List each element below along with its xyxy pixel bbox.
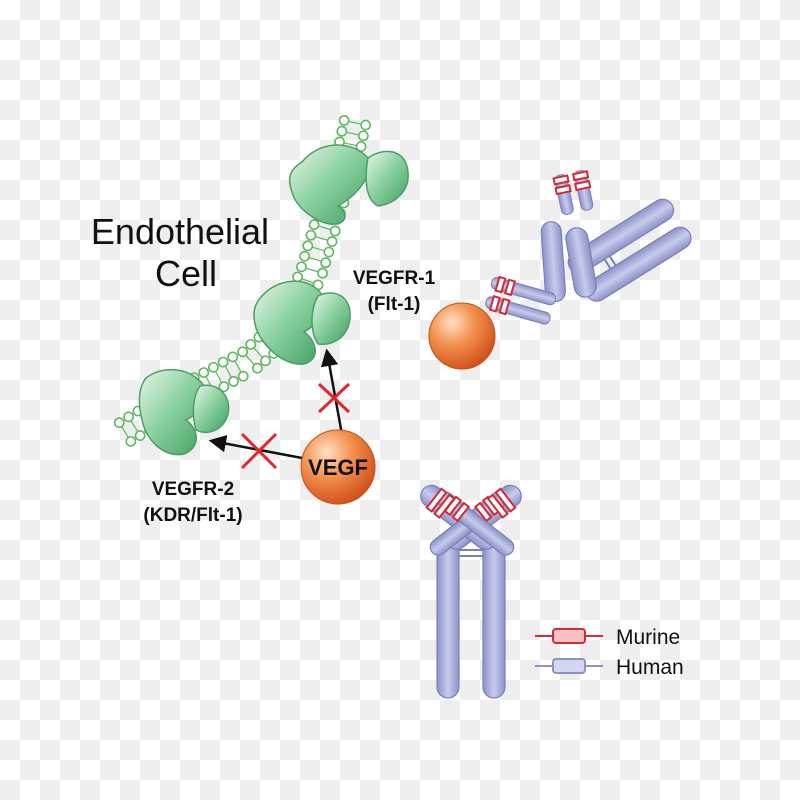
vegfr2-name: VEGFR-2 bbox=[152, 479, 234, 500]
lipid-tail bbox=[301, 277, 315, 285]
lipid-head bbox=[245, 339, 257, 350]
block-cross-vegfr1 bbox=[317, 382, 351, 414]
block-cross-vegfr2 bbox=[240, 432, 278, 470]
vegf-bound-molecule bbox=[428, 302, 496, 370]
lipid-tail bbox=[130, 419, 139, 433]
lipid-tail bbox=[234, 360, 242, 373]
lipid-head bbox=[113, 417, 125, 429]
lipid-head bbox=[317, 267, 328, 279]
lipid-head bbox=[299, 250, 311, 262]
lipid-head bbox=[218, 381, 230, 393]
lipid-tail bbox=[305, 267, 319, 273]
lipid-tail bbox=[343, 142, 358, 147]
lipid-head bbox=[360, 119, 372, 131]
lipid-head bbox=[237, 346, 249, 358]
legend: Murine Human bbox=[535, 626, 684, 679]
lipid-head bbox=[260, 355, 271, 367]
title-line-1: Endothelial bbox=[91, 211, 269, 252]
antibody-bound-upper bbox=[485, 170, 692, 325]
lipid-head bbox=[302, 240, 314, 252]
lipid-head bbox=[329, 225, 341, 237]
legend-human-swatch bbox=[535, 658, 603, 674]
lipid-head bbox=[336, 125, 348, 137]
vegfr1-alt-name: (Flt-1) bbox=[368, 294, 421, 315]
vegf-label: VEGF bbox=[308, 455, 368, 480]
lipid-head bbox=[208, 361, 219, 373]
lipid-head bbox=[251, 362, 263, 374]
lipid-head bbox=[357, 130, 369, 142]
lipid-tail bbox=[347, 120, 362, 125]
lipid-head bbox=[320, 257, 332, 269]
lipid-tail bbox=[244, 354, 256, 366]
vegfr2-receptor bbox=[138, 368, 230, 456]
lipid-tail bbox=[345, 131, 360, 136]
lipid-head bbox=[217, 356, 229, 368]
lipid-tail bbox=[317, 225, 332, 231]
lipid-head bbox=[134, 430, 146, 441]
lipid-head bbox=[305, 229, 317, 241]
lipid-head bbox=[292, 271, 303, 283]
lipid-tail bbox=[314, 235, 329, 241]
lipid-head bbox=[308, 219, 320, 231]
legend-murine-label: Murine bbox=[616, 626, 680, 649]
lipid-head bbox=[326, 236, 338, 247]
lipid-head bbox=[237, 370, 249, 382]
lipid-tail bbox=[253, 347, 264, 359]
lipid-head bbox=[198, 367, 210, 378]
lipid-tail bbox=[224, 365, 233, 379]
lipid-head bbox=[227, 351, 239, 363]
lipid-head bbox=[125, 435, 137, 447]
legend-murine-swatch bbox=[535, 628, 603, 644]
vegfr1-top-receptor bbox=[288, 144, 409, 225]
antibody-lower bbox=[420, 484, 522, 699]
vegfr1-receptor bbox=[253, 280, 351, 365]
vegfr1-name: VEGFR-1 bbox=[353, 268, 436, 289]
lipid-head bbox=[123, 411, 134, 423]
lipid-head bbox=[323, 246, 335, 258]
lipid-head bbox=[228, 376, 239, 387]
lipid-head bbox=[338, 115, 350, 126]
title-line-2: Cell bbox=[155, 253, 217, 294]
legend-human-label: Human bbox=[616, 656, 684, 679]
lipid-tail bbox=[308, 256, 323, 263]
lipid-head bbox=[296, 261, 307, 273]
lipid-tail bbox=[120, 425, 130, 439]
vegfr2-alt-name: (KDR/Flt-1) bbox=[143, 505, 242, 526]
vegf-molecule bbox=[300, 429, 376, 505]
lipid-tail bbox=[214, 370, 223, 384]
lipid-tail bbox=[311, 246, 326, 252]
